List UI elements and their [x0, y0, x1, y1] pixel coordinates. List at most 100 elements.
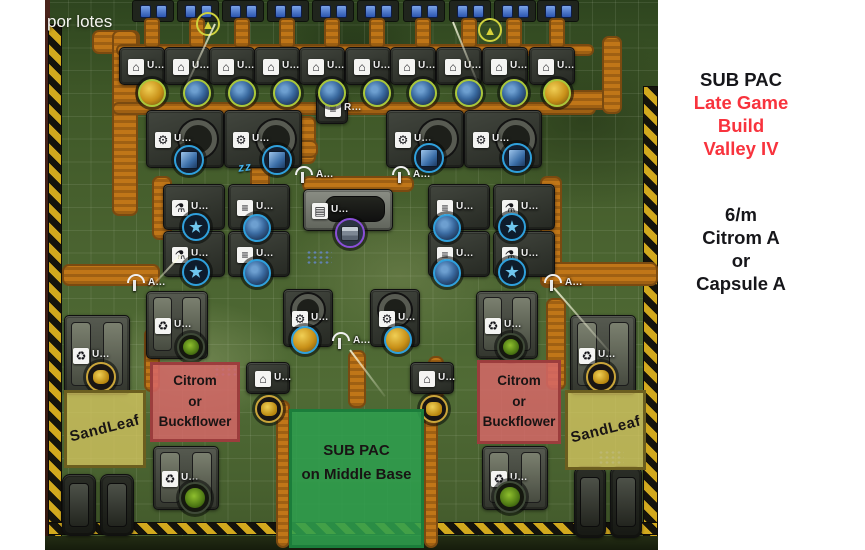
note-line: Citrom A — [702, 227, 780, 248]
radar-alt-label: A... — [316, 169, 334, 180]
radar-antenna[interactable]: A... — [124, 274, 165, 292]
cargo-wagon[interactable] — [100, 474, 134, 536]
belt-stub — [324, 18, 340, 48]
note-line: Build — [717, 115, 765, 136]
machine-alt-label: U... — [191, 201, 209, 212]
circuit-chip — [185, 5, 196, 18]
machine-alt-label: U... — [181, 472, 199, 483]
conveyor-belt — [424, 400, 438, 548]
cargo-port[interactable] — [222, 0, 264, 22]
lab-machine[interactable]: ▤U... — [303, 189, 393, 231]
item-indicator-cube — [502, 143, 532, 173]
cargo-port[interactable] — [494, 0, 536, 22]
belt-stub — [461, 18, 477, 48]
circuit-chip — [381, 5, 392, 18]
assembler2-machine[interactable]: ⚙U... — [370, 289, 420, 347]
radar-antenna[interactable]: A... — [329, 332, 370, 350]
hazard-stripe-wall — [48, 24, 62, 550]
chem2-recipe-icon: ≡ — [437, 200, 453, 216]
radar-antenna[interactable]: A... — [541, 274, 582, 292]
item-indicator-gold-dark — [86, 362, 116, 392]
item-indicator-gold — [291, 326, 319, 354]
furnace-machine[interactable]: ⌂U... — [254, 47, 300, 85]
cargo-wagon[interactable] — [574, 466, 606, 538]
circuit-chip — [561, 5, 572, 18]
radar-antenna[interactable]: A... — [292, 166, 333, 184]
conveyor-belt — [276, 400, 290, 548]
item-indicator-gold — [543, 79, 571, 107]
furnace-recipe-icon: ⌂ — [173, 59, 189, 75]
circuit-chip — [320, 5, 331, 18]
machine-alt-label: U... — [557, 60, 575, 71]
sleep-indicator: zz — [237, 159, 253, 175]
lab-recipe-icon: ▤ — [312, 203, 328, 219]
overlay-label: or — [188, 393, 202, 409]
furnace-recipe-icon: ⌂ — [128, 59, 144, 75]
furnace-machine[interactable]: ⌂U... — [482, 47, 528, 85]
overlay-label: SandLeaf — [568, 412, 643, 447]
machine-alt-label: U... — [174, 319, 192, 330]
plantfac-machine[interactable]: ⌂U... — [246, 362, 292, 394]
machine-alt-label: U... — [192, 60, 210, 71]
assembler-recipe-icon: ⚙ — [233, 132, 249, 148]
overlay-label: Buckflower — [482, 414, 556, 430]
circuit-chip — [411, 5, 422, 18]
item-indicator-star: ★ — [182, 258, 210, 286]
furnace-machine[interactable]: ⌂U... — [529, 47, 575, 85]
machine-alt-label: U... — [252, 133, 270, 144]
cargo-wagon[interactable] — [610, 466, 642, 538]
item-indicator-gold — [384, 326, 412, 354]
circuit-chip — [291, 5, 302, 18]
furnace-recipe-icon: ⌂ — [445, 59, 461, 75]
item-indicator-ore — [433, 214, 461, 242]
fuel-recipe-icon: ♻ — [73, 348, 89, 364]
circuit-chip — [246, 5, 257, 18]
machine-alt-label: U... — [174, 133, 192, 144]
machine-alt-label: U... — [510, 60, 528, 71]
furnace-machine[interactable]: ⌂U... — [299, 47, 345, 85]
chem1-recipe-icon: ⚗ — [502, 200, 518, 216]
overlay-label: SandLeaf — [68, 411, 142, 446]
machine-alt-label: U... — [274, 372, 292, 383]
overlay-sandleaf-left: SandLeaf — [64, 390, 146, 468]
item-indicator-ore — [363, 79, 391, 107]
cargo-port[interactable] — [449, 0, 491, 22]
item-indicator-gold — [138, 79, 166, 107]
note-line: Capsule A — [696, 273, 786, 294]
furnace-machine[interactable]: ⌂U... — [390, 47, 436, 85]
item-indicator-ore — [409, 79, 437, 107]
fuel-recipe-icon: ♻ — [155, 318, 171, 334]
machine-alt-label: U... — [456, 201, 474, 212]
furnace-machine[interactable]: ⌂U... — [345, 47, 391, 85]
machine-alt-label: U... — [327, 60, 345, 71]
belt-stub — [234, 18, 250, 48]
cargo-port[interactable] — [312, 0, 354, 22]
machine-alt-label: U... — [373, 60, 391, 71]
machine-alt-label: U... — [414, 133, 432, 144]
furnace-machine[interactable]: ⌂U... — [209, 47, 255, 85]
belt-stub — [144, 18, 160, 48]
machine-alt-label: U... — [311, 312, 329, 323]
radar-antenna[interactable]: A... — [389, 166, 430, 184]
assembler-recipe-icon: ⚙ — [155, 132, 171, 148]
circuit-chip — [502, 5, 513, 18]
flower-speckles — [306, 250, 332, 266]
machine-alt-label: R... — [344, 102, 362, 113]
furnace-machine[interactable]: ⌂U... — [119, 47, 165, 85]
assembler-recipe-icon: ⚙ — [395, 132, 411, 148]
machine-alt-label: U... — [598, 349, 616, 360]
cargo-port[interactable] — [537, 0, 579, 22]
machine-alt-label: U... — [492, 133, 510, 144]
note-line: Valley IV — [703, 138, 779, 159]
cargo-wagon[interactable] — [62, 474, 96, 536]
item-indicator-ring: ▲ — [478, 18, 502, 42]
item-indicator-star: ★ — [182, 213, 210, 241]
circuit-chip — [457, 5, 468, 18]
machine-alt-label: U... — [191, 248, 209, 259]
plantfac-machine[interactable]: ⌂U... — [410, 362, 455, 394]
overlay-sandleaf-right: SandLeaf — [565, 390, 646, 470]
item-indicator-ore — [243, 214, 271, 242]
machine-alt-label: U... — [92, 349, 110, 360]
